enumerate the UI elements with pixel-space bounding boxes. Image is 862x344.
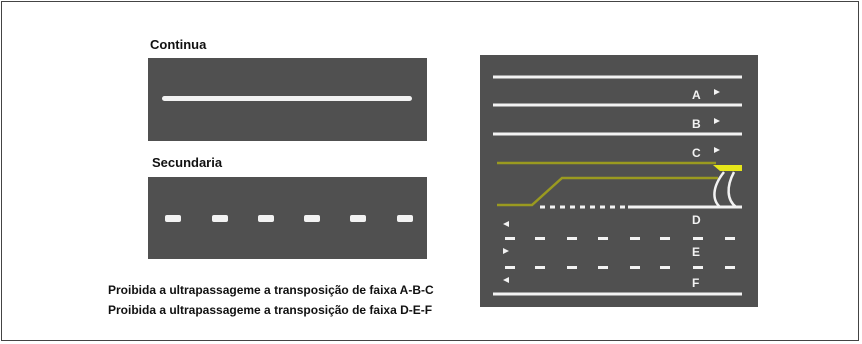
left-arrow-icon (503, 277, 509, 283)
lane-letter-c: C (692, 146, 701, 160)
continuous-line (162, 96, 412, 101)
caption-def: Proibida a ultrapassageme a transposição… (108, 303, 433, 317)
right-arrow-icon (714, 147, 720, 153)
right-arrow-icon (503, 248, 509, 254)
secundaria-label: Secundaria (152, 155, 223, 170)
yellow-highlight (713, 165, 742, 171)
dashed-line-f (505, 266, 735, 269)
right-arrow-icon (714, 89, 720, 95)
right-arrow-icon (714, 118, 720, 124)
continua-label: Continua (150, 37, 207, 52)
dash-segment (258, 215, 274, 222)
lane-letter-e: E (692, 245, 700, 259)
dashed-line-road (148, 177, 427, 259)
dash-segment (304, 215, 320, 222)
road-surface (480, 55, 758, 307)
lane-letter-b: B (692, 117, 701, 131)
continuous-line-road (148, 58, 427, 141)
lane-letter-f: F (692, 276, 699, 290)
arrow-icons-right (714, 89, 720, 153)
left-arrow-icon (503, 221, 509, 227)
lane-letters: A B C D E F (692, 88, 701, 290)
merge-curve-right (727, 171, 737, 208)
lane-letter-a: A (692, 88, 701, 102)
merge-curve-left (713, 171, 725, 208)
dash-segment (212, 215, 228, 222)
multilane-road-diagram: A B C D E F (480, 55, 758, 307)
caption-abc: Proibida a ultrapassageme a transposição… (108, 283, 434, 297)
arrow-icons-left (503, 221, 509, 283)
dashed-line-e (505, 237, 735, 240)
dash-segment (350, 215, 366, 222)
dash-segment (165, 215, 181, 222)
yellow-transition-line (497, 176, 718, 207)
dash-segment (397, 215, 413, 222)
lane-letter-d: D (692, 213, 701, 227)
